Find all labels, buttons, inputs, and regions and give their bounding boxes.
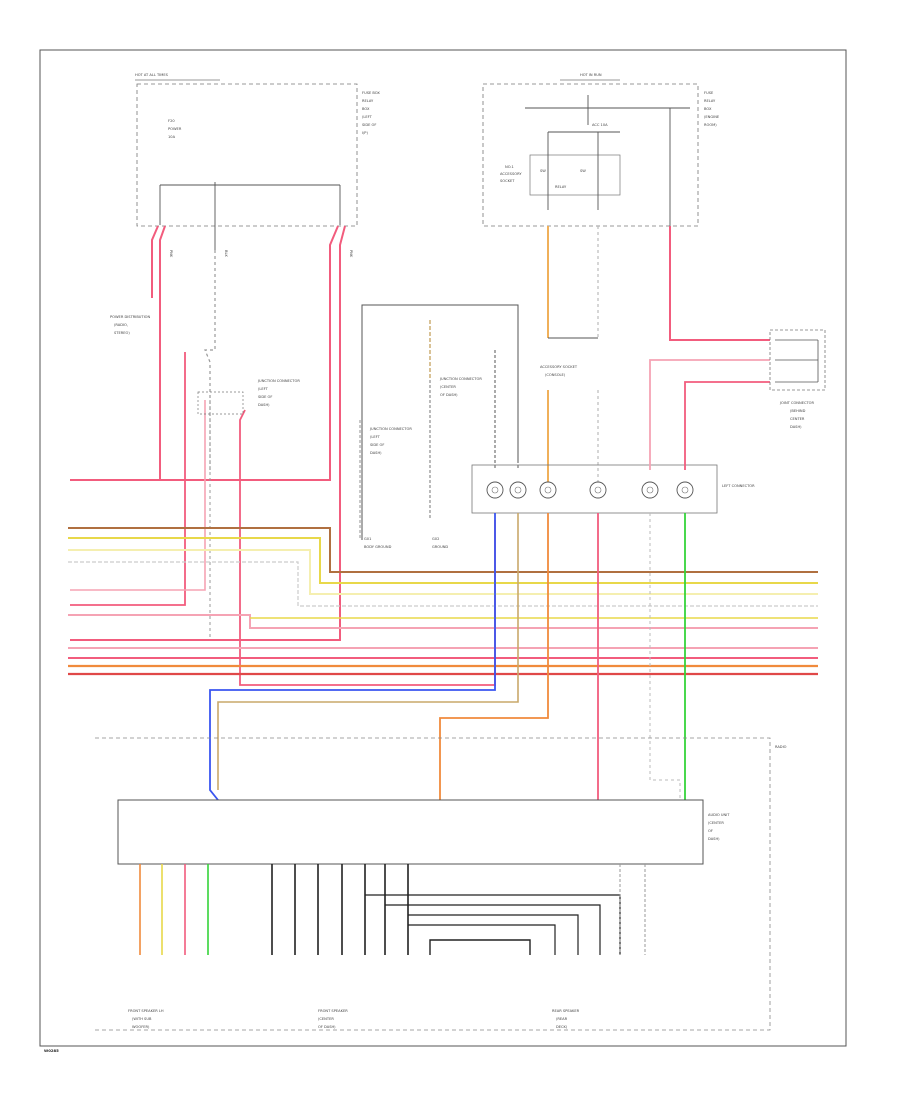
junction-connector-mid2-label: JUNCTION CONNECTOR — [439, 377, 482, 381]
svg-text:OF DASH): OF DASH) — [440, 393, 458, 397]
junction-connector-mid-label: JUNCTION CONNECTOR — [369, 427, 412, 431]
svg-text:WOOFER): WOOFER) — [132, 1025, 150, 1029]
svg-text:(CONSOLE): (CONSOLE) — [545, 373, 566, 377]
fuse-box-label-right: FUSE — [704, 91, 714, 95]
svg-text:POWER: POWER — [168, 127, 182, 131]
speaker-labels: FRONT SPEAKER LH (WITH SUB WOOFER) FRONT… — [128, 1009, 580, 1029]
svg-text:DASH): DASH) — [370, 451, 382, 455]
svg-text:BOX: BOX — [704, 107, 712, 111]
svg-text:OF DASH): OF DASH) — [318, 1025, 336, 1029]
svg-text:10A: 10A — [168, 135, 176, 139]
svg-text:(LEFT: (LEFT — [370, 435, 381, 439]
svg-text:RELAY: RELAY — [704, 99, 716, 103]
svg-text:SW: SW — [540, 169, 546, 173]
joint-connector-right-label: JOINT CONNECTOR — [779, 401, 814, 405]
fuse-id-left: F20 — [168, 119, 175, 123]
junction-connector-left: JUNCTION CONNECTOR (LEFT SIDE OF DASH) — [70, 352, 496, 686]
svg-text:SW: SW — [580, 169, 586, 173]
audio-unit: AUDIO UNIT (CENTER OF DASH) — [117, 799, 730, 955]
svg-text:SIDE OF: SIDE OF — [258, 395, 272, 399]
svg-text:CENTER: CENTER — [790, 417, 805, 421]
diagram-frame — [39, 49, 847, 1047]
power-distribution-label: POWER DISTRIBUTION — [110, 315, 150, 319]
horizontal-bus — [68, 527, 818, 676]
svg-text:RELAY: RELAY — [555, 185, 567, 189]
svg-text:ACCESSORY: ACCESSORY — [500, 172, 522, 176]
svg-text:RELAY: RELAY — [362, 99, 374, 103]
svg-text:(RADIO,: (RADIO, — [114, 323, 128, 327]
audio-region-label: RADIO — [775, 745, 787, 749]
front-speaker-mid-label: FRONT SPEAKER — [318, 1009, 348, 1013]
hot-label-right: HOT IN RUN — [580, 73, 602, 77]
svg-text:BOX: BOX — [362, 107, 370, 111]
footer-code: W0285 — [44, 1048, 59, 1053]
accessory-socket-label: ACCESSORY SOCKET — [540, 365, 578, 369]
svg-text:GROUND: GROUND — [432, 545, 448, 549]
svg-text:(ENGINE: (ENGINE — [704, 115, 720, 119]
hot-label-left: HOT AT ALL TIMES — [135, 73, 169, 77]
svg-text:(CENTER: (CENTER — [318, 1017, 334, 1021]
svg-text:ROOM): ROOM) — [704, 123, 717, 127]
svg-text:STEREO): STEREO) — [114, 331, 130, 335]
accessory-socket-block: ACCESSORY SOCKET (CONSOLE) LEFT CONNECTO… — [471, 226, 755, 514]
right-fuse-box: HOT IN RUN FUSE RELAY BOX (ENGINE ROOM) … — [482, 73, 720, 227]
svg-text:DECK): DECK) — [556, 1025, 568, 1029]
svg-text:(REAR: (REAR — [556, 1017, 568, 1021]
svg-text:SIDE OF: SIDE OF — [370, 443, 384, 447]
svg-text:PNK: PNK — [349, 250, 353, 258]
front-speaker-left-label: FRONT SPEAKER LH — [128, 1009, 164, 1013]
left-connector-label: LEFT CONNECTOR — [722, 484, 755, 488]
svg-text:DASH): DASH) — [708, 837, 720, 841]
audio-unit-label: AUDIO UNIT — [708, 813, 730, 817]
svg-text:(CENTER: (CENTER — [708, 821, 724, 825]
svg-text:PNK: PNK — [169, 250, 173, 258]
svg-text:ACC 10A: ACC 10A — [592, 123, 608, 127]
svg-text:I/P): I/P) — [362, 131, 368, 135]
left-pink-wires: POWER DISTRIBUTION (RADIO, STEREO) PNK B… — [70, 225, 353, 641]
svg-text:(BEHIND: (BEHIND — [790, 409, 806, 413]
center-connector-box: JUNCTION CONNECTOR (LEFT SIDE OF DASH) G… — [359, 304, 519, 549]
svg-text:SOCKET: SOCKET — [500, 179, 515, 183]
ground-left-label: G01 — [364, 537, 371, 541]
audio-feed-wires — [209, 513, 686, 801]
svg-text:NO.1: NO.1 — [505, 165, 514, 169]
joint-connector-right: JOINT CONNECTOR (BEHIND CENTER DASH) — [649, 226, 826, 470]
svg-text:DASH): DASH) — [790, 425, 802, 429]
svg-text:BLK: BLK — [224, 250, 228, 257]
svg-text:DASH): DASH) — [258, 403, 270, 407]
fuse-box-label-left: FUSE BOX — [362, 91, 380, 95]
rear-speaker-label: REAR SPEAKER — [552, 1009, 580, 1013]
junction-connector-left-label: JUNCTION CONNECTOR — [257, 379, 300, 383]
left-fuse-box: HOT AT ALL TIMES FUSE BOX RELAY BOX (LEF… — [135, 73, 380, 250]
svg-text:(CENTER: (CENTER — [440, 385, 456, 389]
svg-text:BODY GROUND: BODY GROUND — [364, 545, 392, 549]
svg-text:SIDE OF: SIDE OF — [362, 123, 376, 127]
svg-text:(LEFT: (LEFT — [362, 115, 373, 119]
ground-mid-label: G02 — [432, 537, 439, 541]
svg-text:OF: OF — [708, 829, 713, 833]
svg-text:(WITH SUB: (WITH SUB — [132, 1017, 152, 1021]
svg-text:(LEFT: (LEFT — [258, 387, 269, 391]
